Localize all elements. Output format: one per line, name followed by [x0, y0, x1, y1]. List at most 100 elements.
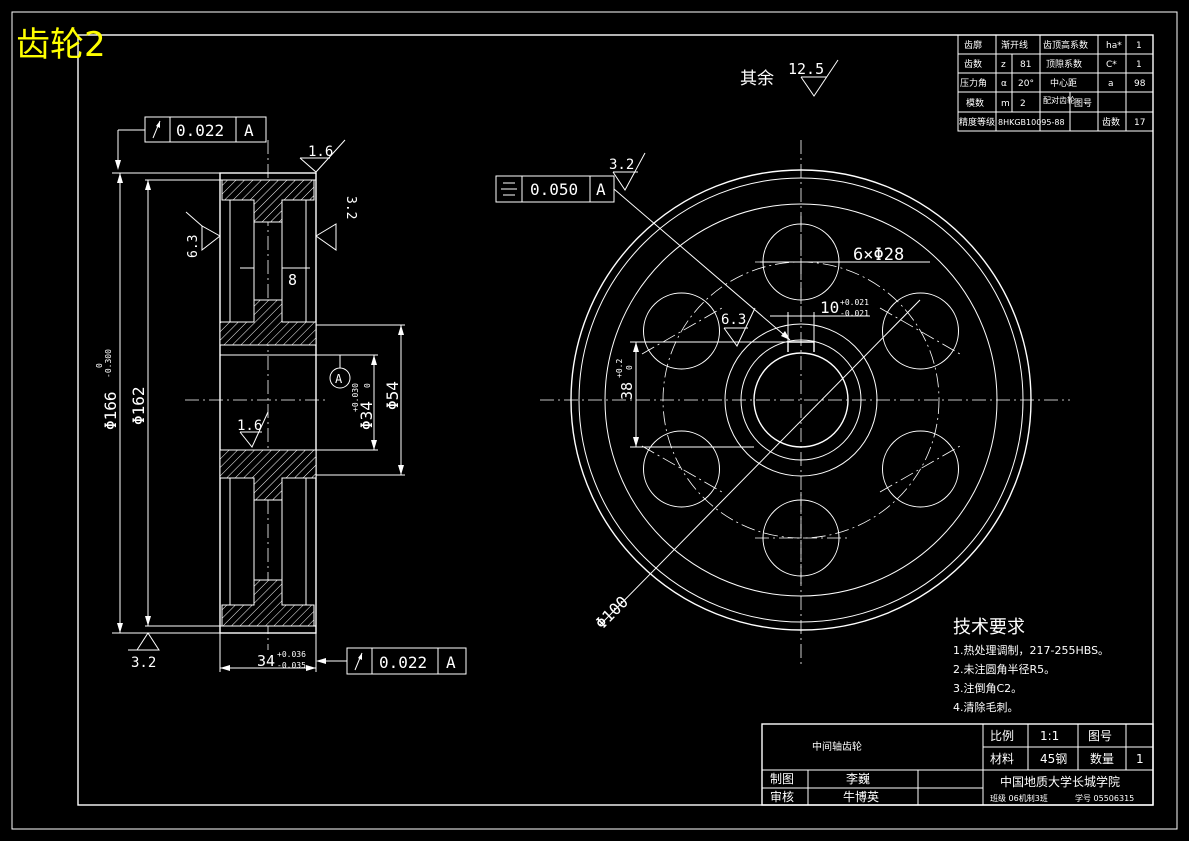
runout-top-value: 0.022: [176, 121, 224, 140]
material-value: 45钢: [1040, 752, 1067, 766]
param-r0c2: 齿顶高系数: [1043, 39, 1088, 51]
dim-holes: 6×Φ28: [853, 245, 904, 265]
param-r1c1: z: [1001, 60, 1006, 70]
param-r0c3: ha*: [1106, 41, 1122, 51]
drawn-by: 李巍: [846, 771, 870, 786]
dim-keyway-tol-low: -0.021: [840, 309, 869, 318]
parameter-table: 齿廓 渐开线 齿顶高系数 ha* 1 齿数 z 81 顶隙系数 C* 1 压力角…: [957, 34, 1154, 132]
param-r1c4: C*: [1106, 60, 1117, 70]
roughness-other-label: 其余: [740, 69, 774, 89]
title-block: 中间轴齿轮 比例 1:1 图号 材料 45钢 数量 1 制图 李巍 审核 牛博英…: [761, 723, 1154, 806]
part-name: 中间轴齿轮: [812, 740, 862, 753]
note-item-4: 4.清除毛刺。: [953, 700, 1019, 714]
roughness-key: 3.2: [609, 152, 646, 191]
param-r1c3: 顶隙系数: [1046, 58, 1082, 70]
dim-keyway-depth-tol-low: 0: [625, 365, 634, 370]
roughness-other: 其余 12.5: [740, 59, 839, 97]
note-item-2: 2.未注圆角半径R5。: [953, 662, 1055, 676]
param-r4c3: 17: [1134, 118, 1145, 128]
runout-top-datum: A: [244, 121, 254, 140]
student-no: 学号 05506315: [1075, 793, 1134, 803]
scale-label: 比例: [990, 729, 1014, 743]
param-r2c3: 中心距: [1050, 77, 1077, 89]
dim-dia-tip-tol-up: 0: [95, 363, 104, 368]
side-view: Φ166 0 -0.300 Φ162 Φ54 Φ34 +0.030 0 A 8 …: [95, 116, 467, 675]
runout-bottom: 0.022 A: [316, 647, 467, 675]
runout-top: 0.022 A: [115, 116, 267, 170]
material-label: 材料: [990, 752, 1014, 766]
param-r3c0: 模数: [966, 97, 984, 109]
param-r1c5: 1: [1136, 60, 1142, 70]
roughness-hole: 6.3: [721, 307, 756, 347]
drawing-title: 齿轮2: [16, 25, 106, 65]
roughness-key-value: 3.2: [609, 157, 634, 173]
symmetry-tolerance: 0.050 A: [495, 175, 791, 341]
runout-bottom-value: 0.022: [379, 653, 427, 672]
roughness-side-value: 3.2: [343, 196, 358, 219]
roughness-top-value: 1.6: [308, 144, 333, 160]
param-r3c1: m: [1001, 99, 1010, 109]
drawn-label: 制图: [770, 772, 794, 786]
dim-dia-hub: Φ54: [383, 381, 402, 410]
param-r2c1: α: [1001, 79, 1007, 89]
technical-notes: 技术要求 1.热处理调制，217-255HBS。 2.未注圆角半径R5。 3.注…: [953, 617, 1109, 714]
roughness-side: 3.2: [315, 196, 358, 251]
param-r1c2: 81: [1020, 60, 1031, 70]
roughness-hole-value: 6.3: [721, 312, 746, 328]
param-r2c0: 压力角: [960, 77, 987, 89]
dim-keyway-width: 10: [820, 298, 839, 317]
param-r0c0: 齿廓: [964, 39, 982, 51]
param-r2c5: 98: [1134, 79, 1146, 89]
dim-dia-bore: Φ34: [357, 401, 376, 430]
dim-dia-root: Φ162: [129, 386, 148, 425]
dim-width-tol-up: +0.036: [277, 650, 306, 659]
roughness-hub: 1.6: [237, 411, 269, 448]
roughness-bottom: 3.2: [128, 632, 160, 671]
dim-dia-bore-tol-up: +0.030: [351, 383, 360, 412]
roughness-web: 6.3: [185, 211, 221, 258]
notes-heading: 技术要求: [953, 617, 1025, 638]
param-r2c4: a: [1108, 79, 1114, 89]
param-r0c4: 1: [1136, 41, 1142, 51]
dim-width: 34: [257, 652, 275, 670]
param-r2c2: 20°: [1018, 79, 1034, 89]
dim-dia-bore-tol-low: 0: [363, 383, 372, 388]
param-r4c1: 8HKGB10095-88: [998, 118, 1065, 127]
roughness-top: 1.6: [299, 139, 346, 173]
dim-keyway-depth-tol-up: +0.2: [615, 359, 624, 378]
roughness-other-value: 12.5: [788, 60, 824, 78]
runout-bottom-datum: A: [446, 653, 456, 672]
dim-web-thickness: 8: [288, 271, 297, 289]
dim-keyway-depth: 38: [618, 382, 636, 400]
qty-value: 1: [1136, 752, 1144, 766]
param-r4c2: 齿数: [1102, 116, 1120, 128]
scale-value: 1:1: [1040, 729, 1059, 743]
inner-frame: [77, 34, 1154, 806]
dim-dia-tip-tol-low: -0.300: [104, 349, 113, 378]
checked-by: 牛博英: [843, 789, 879, 804]
note-item-1: 1.热处理调制，217-255HBS。: [953, 644, 1109, 657]
roughness-web-value: 6.3: [186, 235, 201, 258]
pair-gear-label: 配对齿轮: [1043, 95, 1075, 105]
param-r3c2: 2: [1020, 99, 1026, 109]
outer-frame: [11, 11, 1178, 830]
roughness-bottom-value: 3.2: [131, 655, 156, 671]
class-info: 班级 06机制3班: [990, 793, 1048, 803]
dim-keyway-tol-up: +0.021: [840, 298, 869, 307]
roughness-hub-value: 1.6: [237, 418, 262, 434]
param-r3c3: 图号: [1074, 98, 1092, 109]
drawing-no-label: 图号: [1088, 729, 1112, 743]
dim-width-tol-low: -0.035: [277, 661, 306, 670]
checked-label: 审核: [770, 789, 794, 804]
school-name: 中国地质大学长城学院: [1000, 774, 1120, 789]
datum-a-label: A: [335, 372, 343, 386]
note-item-3: 3.注倒角C2。: [953, 681, 1022, 695]
param-r1c0: 齿数: [964, 58, 982, 70]
dim-dia-tip: Φ166: [101, 391, 120, 430]
symmetry-datum: A: [596, 180, 606, 199]
param-r4c0: 精度等级: [959, 116, 995, 128]
symmetry-value: 0.050: [530, 180, 578, 199]
param-r0c1: 渐开线: [1001, 39, 1028, 51]
qty-label: 数量: [1090, 751, 1114, 766]
